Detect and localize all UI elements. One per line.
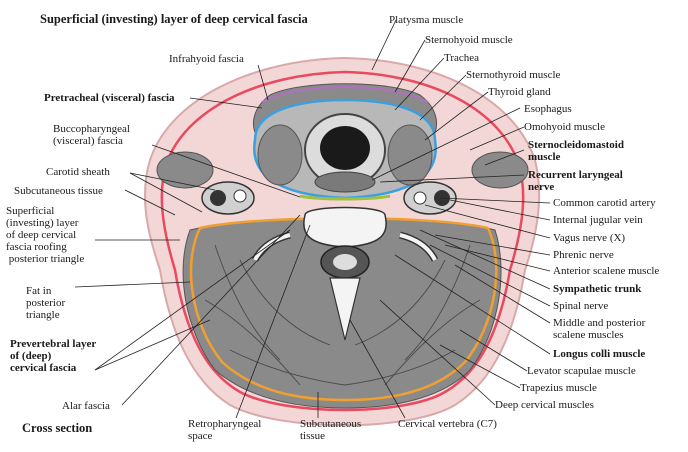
- label-omohyoid: Omohyoid muscle: [524, 121, 605, 133]
- label-subcutaneous-tissue-bottom: Subcutaneous tissue: [300, 418, 362, 442]
- label-carotid-sheath: Carotid sheath: [46, 166, 110, 178]
- vertebral-body: [303, 206, 387, 248]
- label-deep-cervical: Deep cervical muscles: [495, 399, 594, 411]
- label-middle-posterior-scalene: Middle and posterior scalene muscles: [553, 317, 646, 341]
- esophagus: [314, 171, 376, 193]
- label-alar-fascia: Alar fascia: [62, 400, 110, 412]
- label-cross-section: Cross section: [22, 421, 93, 435]
- label-vagus-nerve: Vagus nerve (X): [553, 232, 626, 244]
- label-phrenic-nerve: Phrenic nerve: [553, 249, 614, 261]
- label-sympathetic-trunk: Sympathetic trunk: [553, 283, 642, 295]
- scm-right: [471, 151, 529, 189]
- label-infrahyoid-fascia: Infrahyoid fascia: [169, 53, 244, 65]
- label-anterior-scalene: Anterior scalene muscle: [553, 265, 660, 277]
- label-sternothyroid: Sternothyroid muscle: [466, 69, 561, 81]
- label-superficial-layer: Superficial (investing) layer of deep ce…: [40, 12, 308, 26]
- label-spinal-nerve: Spinal nerve: [553, 300, 609, 312]
- label-common-carotid: Common carotid artery: [553, 197, 656, 209]
- label-longus-colli: Longus colli muscle: [553, 348, 646, 360]
- muscle-borders: [204, 244, 481, 386]
- label-thyroid-gland: Thyroid gland: [488, 86, 551, 98]
- label-recurrent-laryngeal: Recurrent laryngeal nerve: [528, 169, 623, 193]
- thyroid-lobe-right: [387, 124, 433, 186]
- label-internal-jugular: Internal jugular vein: [553, 214, 643, 226]
- trachea-lumen: [320, 126, 370, 170]
- infrahyoid-fascia-line: [261, 86, 429, 103]
- leader-lines: [74, 19, 551, 419]
- label-sternohyoid: Sternohyoid muscle: [425, 34, 513, 46]
- label-cervical-vertebra: Cervical vertebra (C7): [398, 418, 497, 430]
- buccopharyngeal-fascia-line: [299, 194, 391, 201]
- label-superficial-roofing: Superficial (investing) layer of deep ce…: [6, 205, 85, 265]
- scm-left: [156, 151, 214, 189]
- label-sternocleidomastoid: Sternocleidomastoid muscle: [528, 139, 624, 163]
- label-platysma: Platysma muscle: [389, 14, 464, 26]
- label-pretracheal-fascia: Pretracheal (visceral) fascia: [44, 92, 175, 104]
- label-fat-posterior-triangle: Fat in posterior triangle: [26, 285, 66, 321]
- label-buccopharyngeal-fascia: Buccopharyngeal (visceral) fascia: [53, 123, 130, 147]
- prevertebral-fascia-line: [189, 227, 498, 402]
- label-levator-scapulae: Levator scapulae muscle: [527, 365, 636, 377]
- label-trachea: Trachea: [444, 52, 480, 64]
- label-subcutaneous-tissue-left: Subcutaneous tissue: [14, 185, 103, 197]
- label-esophagus: Esophagus: [524, 103, 572, 115]
- label-prevertebral-layer: Prevertebral layer of (deep) cervical fa…: [10, 338, 97, 374]
- spinous-process: [329, 277, 361, 341]
- label-retropharyngeal-space: Retropharyngeal space: [188, 418, 262, 442]
- label-trapezius: Trapezius muscle: [520, 382, 597, 394]
- carotid-sheath-left: [201, 181, 255, 215]
- carotid-sheath-right: [403, 181, 457, 215]
- thyroid-lobe-left: [257, 124, 303, 186]
